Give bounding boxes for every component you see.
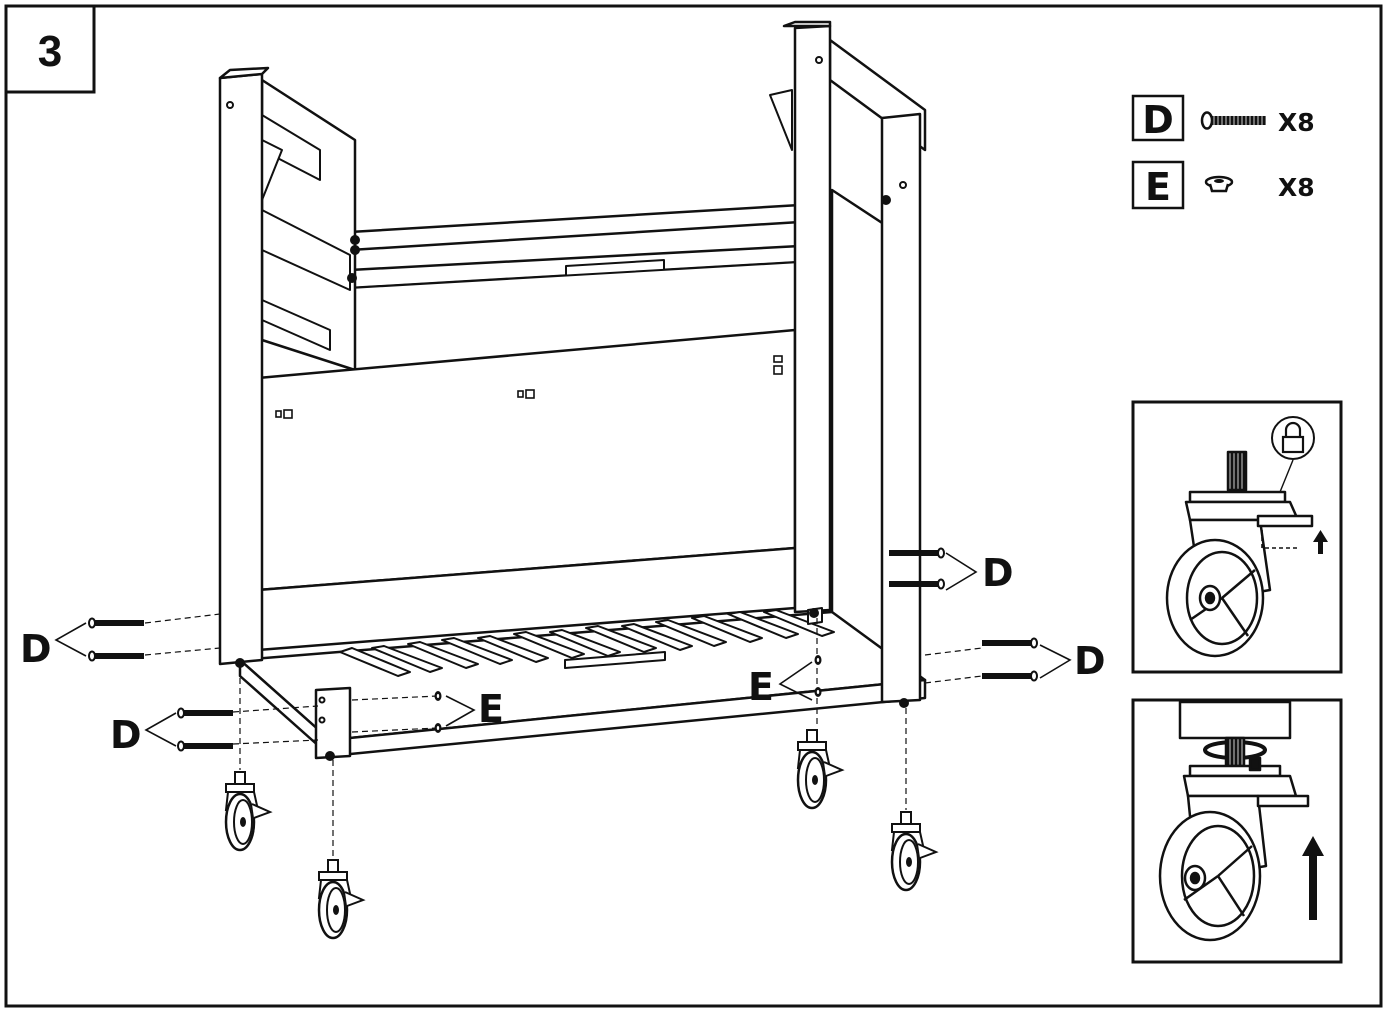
part-qty-e: X8	[1278, 173, 1315, 202]
callout-d-right: D	[1074, 639, 1106, 683]
parts-legend: D X8 E X8	[1131, 94, 1315, 210]
callout-d-side: D	[982, 551, 1014, 595]
callout-e-right: E	[748, 665, 774, 709]
clip-marks	[275, 355, 783, 419]
lock-icon	[1271, 416, 1315, 493]
inset-lock-caster	[1131, 400, 1343, 674]
step-number: 3	[38, 27, 62, 76]
callout-chevrons	[54, 552, 1072, 747]
screw-icon	[1200, 111, 1266, 130]
small-up-arrow	[1313, 530, 1328, 554]
arrow-up-icon	[1302, 836, 1324, 920]
inset-insert-caster	[1131, 698, 1343, 964]
guide-lines	[144, 613, 983, 860]
part-row-e: E X8	[1131, 160, 1315, 210]
post-holes	[226, 56, 909, 761]
cart-frame	[218, 20, 927, 760]
callouts: D D E E D D	[20, 551, 1106, 757]
part-row-d: D X8	[1131, 94, 1315, 142]
step-badge: 3	[4, 4, 96, 94]
washer-icon	[1204, 175, 1234, 193]
callout-d-front-left: D	[110, 713, 142, 757]
part-letter-e: E	[1145, 165, 1171, 209]
part-letter-d: D	[1142, 98, 1174, 142]
part-qty-d: X8	[1278, 108, 1315, 137]
callout-d-left: D	[20, 627, 52, 671]
callout-e-front: E	[478, 687, 504, 731]
